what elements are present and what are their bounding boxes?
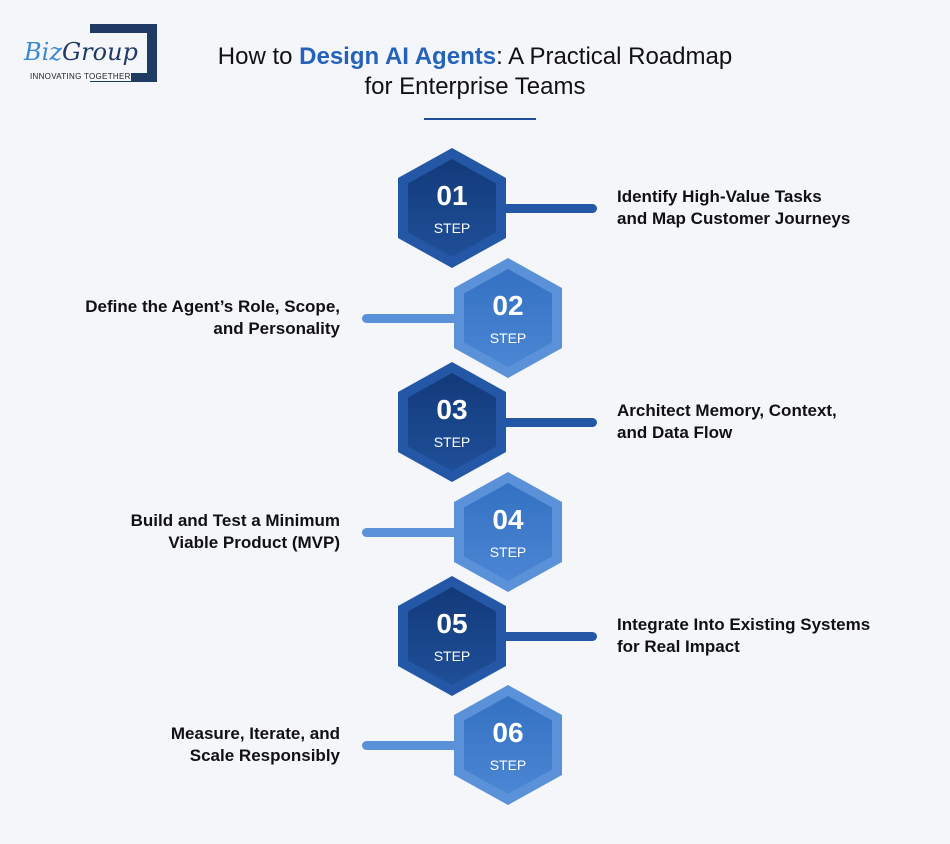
step-word: STEP xyxy=(489,757,527,773)
connector-line xyxy=(362,314,468,323)
step-label-line2: Scale Responsibly xyxy=(189,746,340,765)
step-number: 01 xyxy=(436,180,468,211)
title-post: : A Practical Roadmap xyxy=(496,43,733,70)
step-label-line2: for Real Impact xyxy=(617,637,740,656)
logo-text-a: Biz xyxy=(24,38,62,66)
step-label: Define the Agent’s Role, Scope, and Perso… xyxy=(85,296,340,340)
bizgroup-logo: BizGroup INNOVATING TOGETHER xyxy=(20,24,160,84)
step-number: 06 xyxy=(492,717,524,748)
step-word: STEP xyxy=(489,544,527,560)
connector-line xyxy=(362,528,468,537)
step-label-line1: Integrate Into Existing Systems xyxy=(617,615,871,634)
step-label-line1: Identify High-Value Tasks xyxy=(617,187,822,206)
step-word: STEP xyxy=(433,220,471,236)
step-label-line1: Architect Memory, Context, xyxy=(617,401,837,420)
step-label-line2: and Data Flow xyxy=(617,423,733,442)
title-highlight: Design AI Agents xyxy=(299,43,497,70)
step-number: 05 xyxy=(436,608,468,639)
connector-line xyxy=(492,632,597,641)
step-label: Integrate Into Existing Systems for Real … xyxy=(617,614,870,658)
step-number: 03 xyxy=(436,394,468,425)
title-divider xyxy=(424,118,536,120)
connector-line xyxy=(492,418,597,427)
page-title: How to Design AI Agents: A Practical Roa… xyxy=(0,42,950,102)
step-word: STEP xyxy=(433,648,471,664)
step-number: 04 xyxy=(492,504,524,535)
step-word: STEP xyxy=(433,434,471,450)
step-label: Identify High-Value Tasks and Map Custome… xyxy=(617,186,850,230)
logo-text-b: Group xyxy=(61,38,138,66)
connector-line xyxy=(362,741,468,750)
logo-tagline: INNOVATING TOGETHER xyxy=(30,72,131,81)
step-label-line2: and Map Customer Journeys xyxy=(617,209,851,228)
step-label-line2: Viable Product (MVP) xyxy=(168,533,340,552)
title-line2: for Enterprise Teams xyxy=(364,73,586,100)
step-label-line1: Measure, Iterate, and xyxy=(170,724,340,743)
step-label-line1: Define the Agent’s Role, Scope, xyxy=(85,297,340,316)
step-word: STEP xyxy=(489,330,527,346)
step-label-line2: and Personality xyxy=(213,319,340,338)
connector-line xyxy=(492,204,597,213)
title-pre: How to xyxy=(217,43,300,70)
step-label-line1: Build and Test a Minimum xyxy=(130,511,340,530)
step-number: 02 xyxy=(492,290,524,321)
step-label: Architect Memory, Context, and Data Flow xyxy=(617,400,837,444)
